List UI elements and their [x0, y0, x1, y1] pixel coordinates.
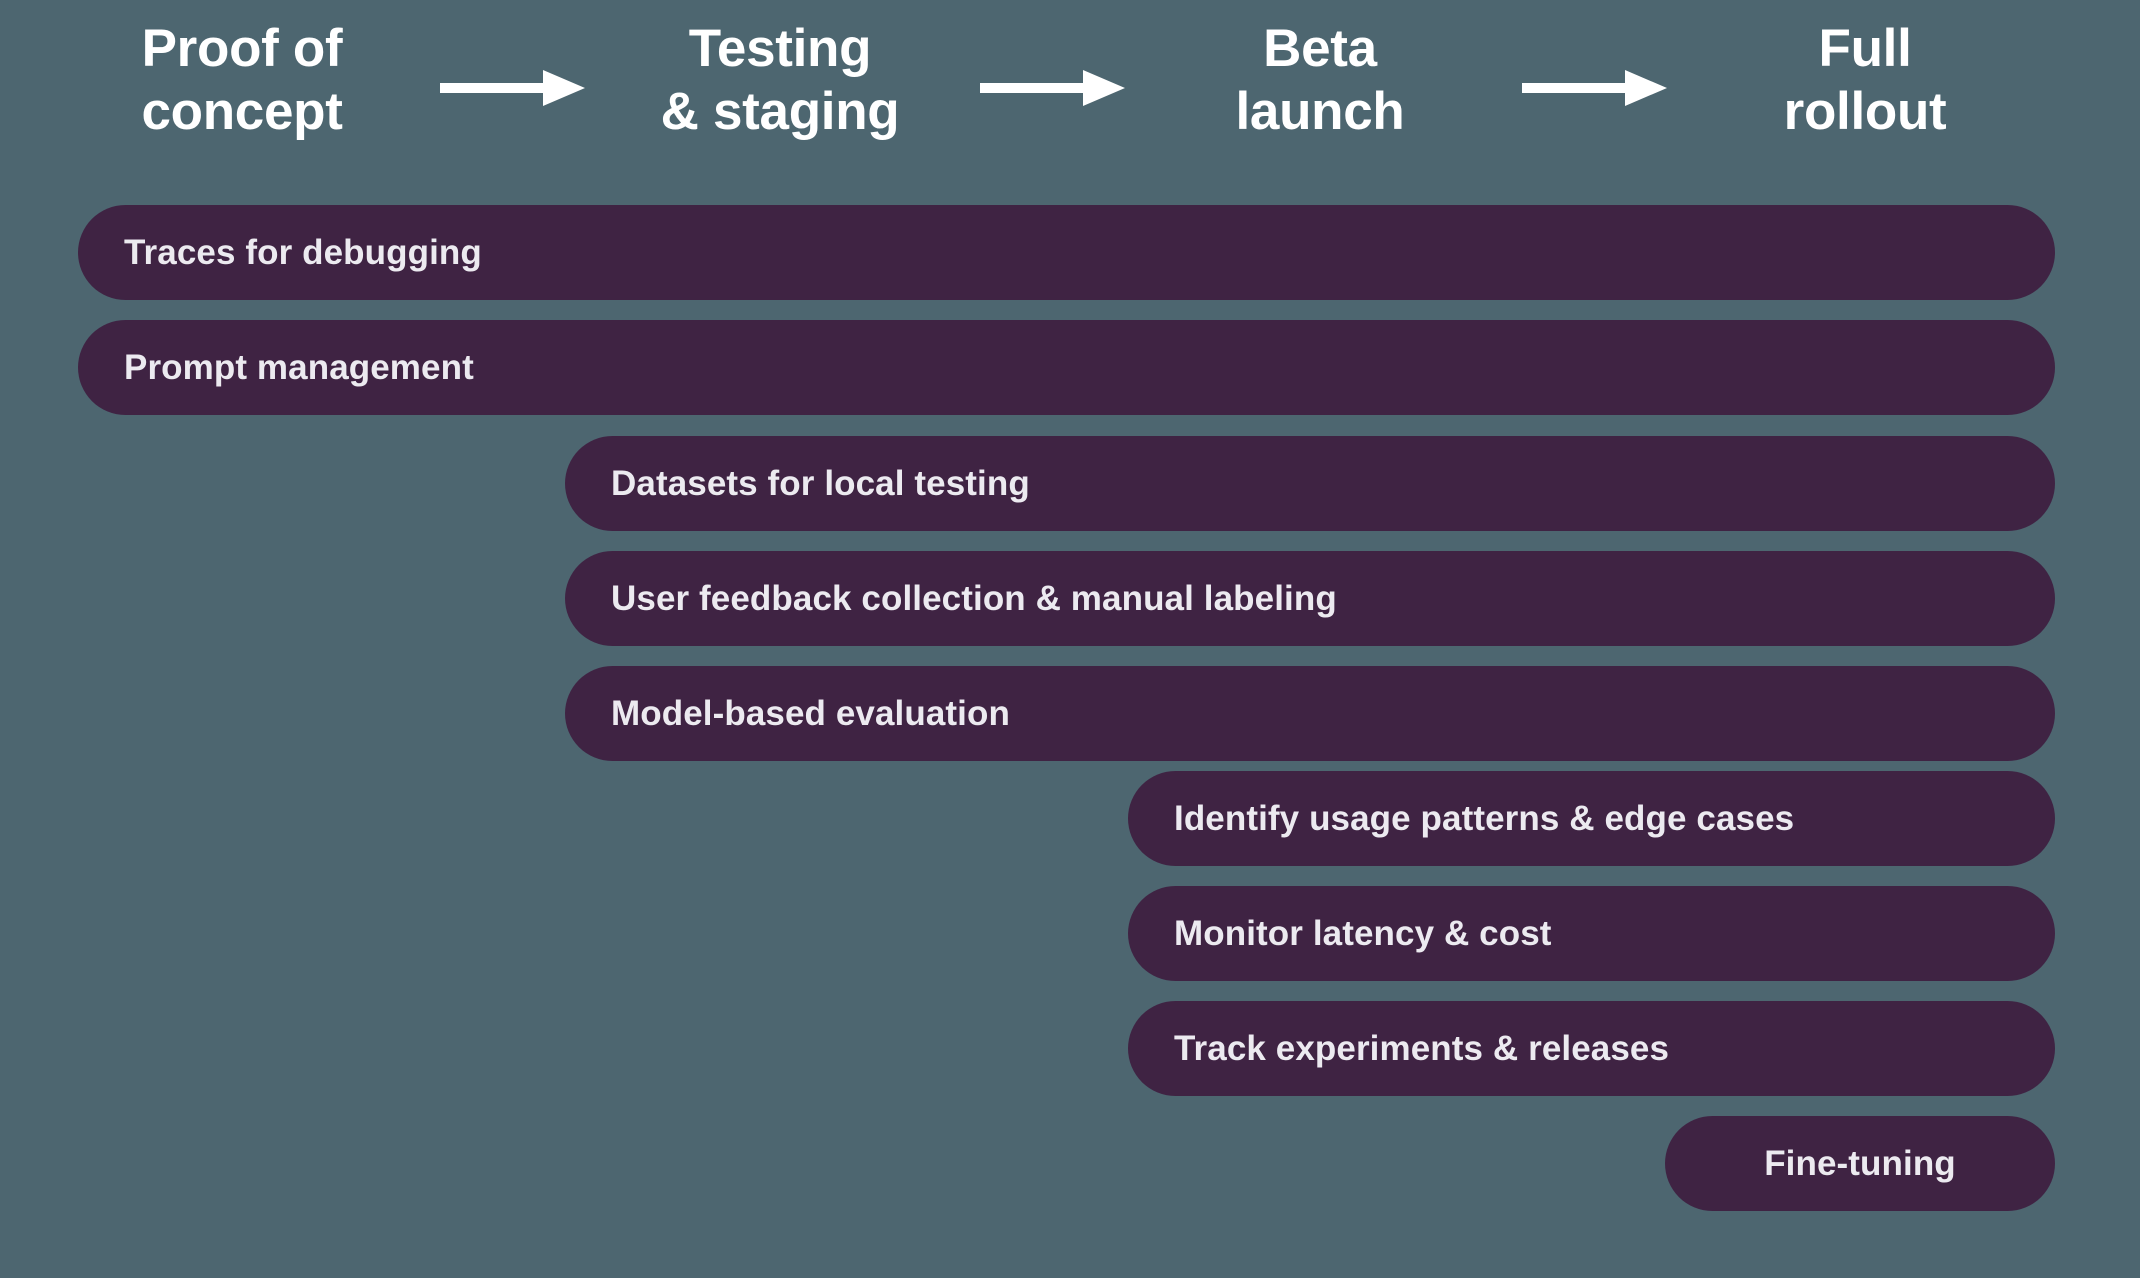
capability-bar-label: Traces for debugging [124, 232, 482, 272]
capability-bar-label: Identify usage patterns & edge cases [1174, 798, 1795, 838]
capability-bar-label: Model-based evaluation [611, 693, 1010, 733]
capability-bar[interactable]: Prompt management [78, 320, 2055, 415]
capability-bar-label: User feedback collection & manual labeli… [611, 578, 1337, 618]
phase-label-full-rollout: Full rollout [1783, 19, 1947, 141]
capability-bar-label: Prompt management [124, 347, 474, 387]
phase-label-testing-and-staging: Testing & staging [660, 19, 900, 141]
arrow-right-icon-1 [440, 70, 585, 106]
capability-bar[interactable]: Track experiments & releases [1128, 1001, 2055, 1096]
phase-label-proof-of-concept: Proof of concept [141, 19, 343, 141]
capability-bar-label: Track experiments & releases [1174, 1028, 1670, 1068]
capability-bar-label: Monitor latency & cost [1174, 913, 1552, 953]
capability-bar[interactable]: Datasets for local testing [565, 436, 2055, 531]
capability-bar-label: Datasets for local testing [611, 463, 1030, 503]
capability-bar-label: Fine-tuning [1764, 1143, 1956, 1183]
phase-label-beta-launch: Beta launch [1235, 19, 1405, 141]
arrow-right-icon-2 [980, 70, 1125, 106]
capability-bar[interactable]: Identify usage patterns & edge cases [1128, 771, 2055, 866]
capability-bar[interactable]: Monitor latency & cost [1128, 886, 2055, 981]
capability-bar[interactable]: User feedback collection & manual labeli… [565, 551, 2055, 646]
arrow-right-icon-3 [1522, 70, 1667, 106]
capability-bar[interactable]: Traces for debugging [78, 205, 2055, 300]
capability-bar[interactable]: Fine-tuning [1665, 1116, 2055, 1211]
capability-bar[interactable]: Model-based evaluation [565, 666, 2055, 761]
